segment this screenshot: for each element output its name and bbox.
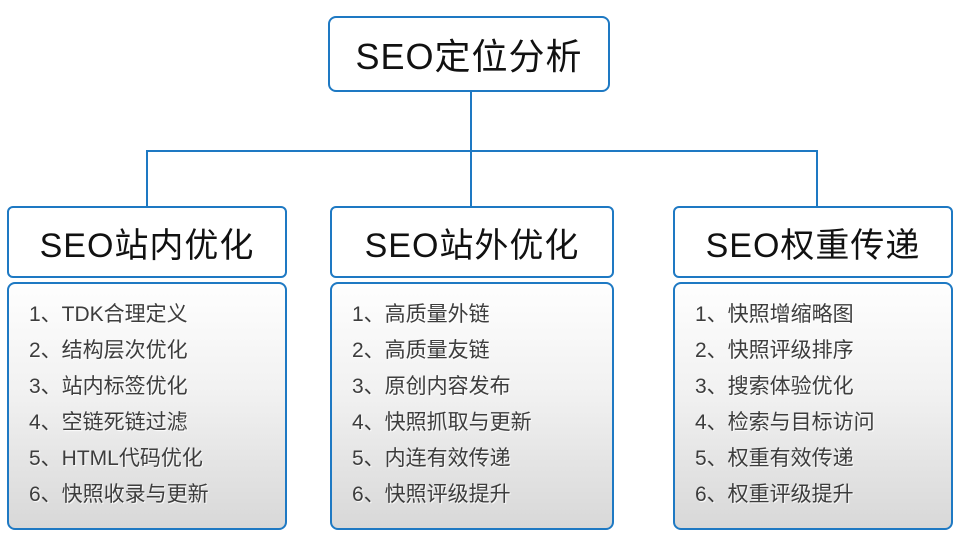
column-header-weight: SEO权重传递 — [673, 206, 953, 278]
list-item: 2、高质量友链 — [352, 339, 490, 362]
list-item: 6、权重评级提升 — [695, 483, 854, 506]
list-item: 1、TDK合理定义 — [29, 303, 188, 326]
column-title: SEO站外优化 — [364, 226, 580, 265]
root-node: SEO定位分析 — [328, 16, 610, 92]
list-item: 2、结构层次优化 — [29, 339, 188, 362]
list-item: 3、原创内容发布 — [352, 375, 511, 398]
column-weight-transfer: SEO权重传递 1、快照增缩略图 2、快照评级排序 3、搜索体验优化 4、检索与… — [673, 206, 953, 530]
connector-root-vertical — [470, 92, 472, 150]
column-list-offsite: 1、高质量外链 2、高质量友链 3、原创内容发布 4、快照抓取与更新 5、内连有… — [330, 282, 614, 530]
column-title: SEO站内优化 — [39, 226, 255, 265]
list-item: 1、快照增缩略图 — [695, 303, 854, 326]
connector-drop-right — [816, 150, 818, 207]
list-item: 2、快照评级排序 — [695, 339, 854, 362]
column-list-weight: 1、快照增缩略图 2、快照评级排序 3、搜索体验优化 4、检索与目标访问 5、权… — [673, 282, 953, 530]
connector-drop-left — [146, 150, 148, 207]
column-title: SEO权重传递 — [705, 226, 921, 265]
connector-horizontal — [146, 150, 818, 152]
list-item: 1、高质量外链 — [352, 303, 490, 326]
column-onsite-optimization: SEO站内优化 1、TDK合理定义 2、结构层次优化 3、站内标签优化 4、空链… — [7, 206, 287, 530]
column-header-offsite: SEO站外优化 — [330, 206, 614, 278]
connector-drop-middle — [470, 150, 472, 207]
list-item: 5、权重有效传递 — [695, 447, 854, 470]
list-item: 6、快照收录与更新 — [29, 483, 209, 506]
list-item: 6、快照评级提升 — [352, 483, 511, 506]
root-node-label: SEO定位分析 — [355, 36, 583, 77]
list-item: 4、空链死链过滤 — [29, 411, 188, 434]
column-offsite-optimization: SEO站外优化 1、高质量外链 2、高质量友链 3、原创内容发布 4、快照抓取与… — [330, 206, 614, 530]
column-list-onsite: 1、TDK合理定义 2、结构层次优化 3、站内标签优化 4、空链死链过滤 5、H… — [7, 282, 287, 530]
list-item: 4、检索与目标访问 — [695, 411, 875, 434]
column-header-onsite: SEO站内优化 — [7, 206, 287, 278]
list-item: 5、HTML代码优化 — [29, 447, 203, 470]
list-item: 3、搜索体验优化 — [695, 375, 854, 398]
list-item: 3、站内标签优化 — [29, 375, 188, 398]
list-item: 4、快照抓取与更新 — [352, 411, 532, 434]
list-item: 5、内连有效传递 — [352, 447, 511, 470]
